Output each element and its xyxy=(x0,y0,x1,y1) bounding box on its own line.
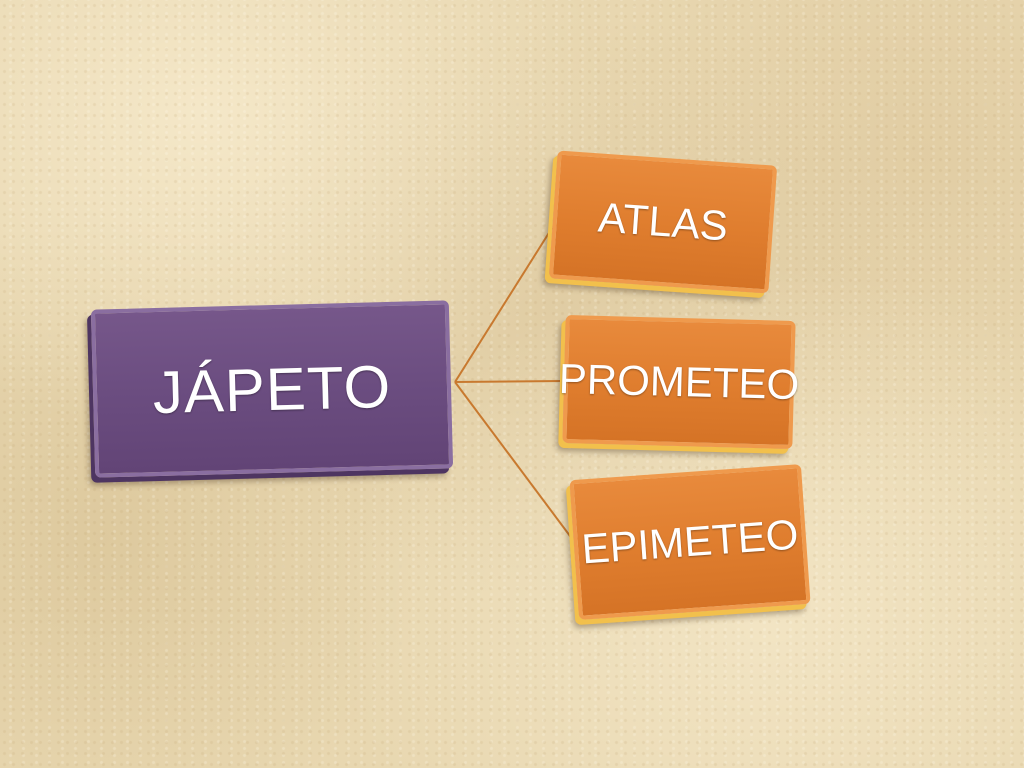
connector-prometeo xyxy=(454,380,564,383)
root-node-label: JÁPETO xyxy=(152,352,392,426)
child-node-prometeo: PROMETEO xyxy=(558,315,800,449)
child-node-label: PROMETEO xyxy=(558,354,800,409)
child-node-epimeteo: EPIMETEO xyxy=(569,464,811,620)
connector-epimeteo xyxy=(454,381,574,541)
connector-atlas xyxy=(454,227,553,383)
child-node-label: ATLAS xyxy=(596,193,730,250)
child-node-label: EPIMETEO xyxy=(580,510,800,573)
root-node-japeto: JÁPETO xyxy=(90,300,454,478)
child-node-atlas: ATLAS xyxy=(548,150,778,294)
